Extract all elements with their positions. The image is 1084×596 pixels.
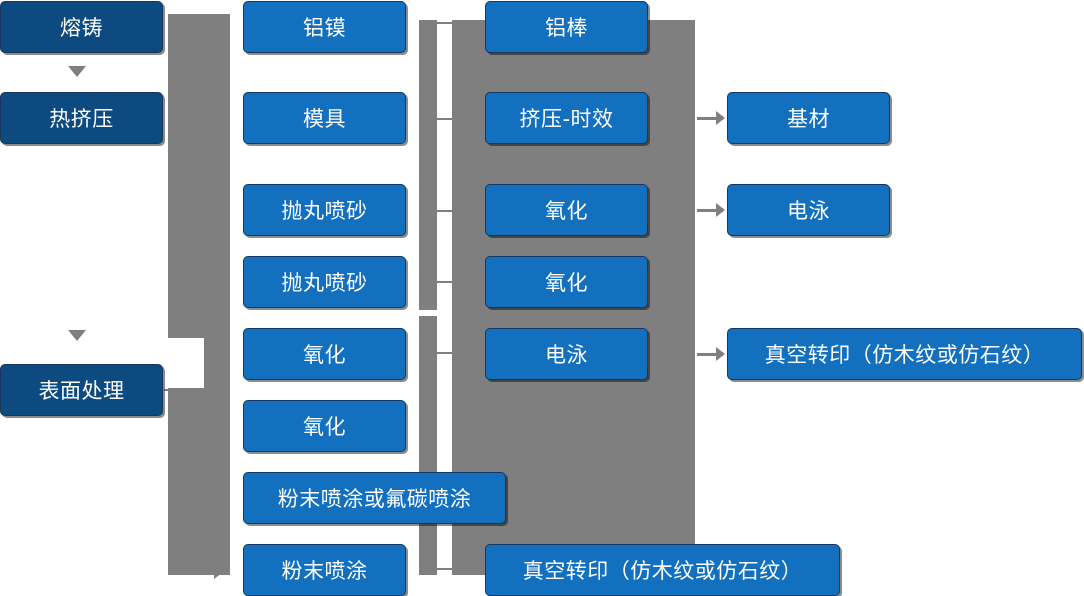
- arrow-head: [716, 111, 725, 125]
- rung-aluminum-bar: [434, 22, 456, 24]
- process-label-electrophoresis-1: 电泳: [545, 343, 588, 367]
- process-box-powder-coating[interactable]: 粉末喷涂: [243, 544, 406, 596]
- rung-vacuum-transfer-1: [434, 568, 456, 570]
- connector-rail-mid-left: [419, 20, 437, 575]
- stage-box-hot-extrusion[interactable]: 热挤压: [0, 92, 163, 144]
- arrow-to-oxidation-2: [214, 417, 226, 435]
- process-box-powder-or-pvdf[interactable]: 粉末喷涂或氟碳喷涂: [243, 472, 506, 524]
- process-box-oxidation-1[interactable]: 氧化: [243, 328, 406, 380]
- process-label-powder-or-pvdf: 粉末喷涂或氟碳喷涂: [277, 487, 472, 511]
- rung-electrophoresis-1: [434, 352, 456, 354]
- arrow-to-shot-blast-1: [214, 201, 226, 219]
- stage-label-melt-cast: 熔铸: [60, 16, 103, 40]
- process-label-aluminum-ingot: 铝镆: [303, 16, 346, 40]
- connector-gap-mid-3: [437, 212, 452, 281]
- process-box-oxidation-2[interactable]: 氧化: [243, 400, 406, 452]
- stage-box-melt-cast[interactable]: 熔铸: [0, 1, 163, 53]
- arrow-to-aluminum-ingot: [214, 18, 226, 36]
- result-label-vacuum-transfer: 真空转印（仿木纹或仿石纹）: [764, 343, 1045, 367]
- connector-notch-left: [168, 338, 204, 388]
- arrow-hot-extrusion-to-surface-treatment: [68, 330, 86, 341]
- process-label-oxidation-3: 氧化: [545, 199, 588, 223]
- arrow-stem: [697, 208, 716, 212]
- rung-extrusion-aging: [434, 118, 456, 120]
- result-box-electrophoresis[interactable]: 电泳: [727, 184, 890, 236]
- arrow-head: [716, 347, 725, 361]
- process-label-shot-blast-1: 抛丸喷砂: [281, 199, 368, 223]
- process-label-vacuum-transfer-1: 真空转印（仿木纹或仿石纹）: [522, 559, 803, 583]
- connector-gap-mid-4: [437, 283, 452, 352]
- process-box-electrophoresis-1[interactable]: 电泳: [485, 328, 648, 380]
- stage-label-surface-treatment: 表面处理: [38, 379, 125, 403]
- process-label-extrusion-aging: 挤压-时效: [519, 107, 614, 131]
- connector-gap-mid-6: [437, 570, 452, 576]
- process-label-powder-coating: 粉末喷涂: [281, 559, 368, 583]
- process-box-shot-blast-2[interactable]: 抛丸喷砂: [243, 256, 406, 308]
- arrow-to-vacuum-transfer: [697, 347, 725, 361]
- stage-box-surface-treatment[interactable]: 表面处理: [0, 364, 163, 416]
- process-box-oxidation-3[interactable]: 氧化: [485, 184, 648, 236]
- connector-gap-mid-2: [437, 120, 452, 210]
- process-box-shot-blast-1[interactable]: 抛丸喷砂: [243, 184, 406, 236]
- result-label-substrate: 基材: [787, 107, 830, 131]
- connector-trunk-left: [168, 14, 230, 575]
- rung-oxidation-3: [434, 210, 456, 212]
- process-box-aluminum-ingot[interactable]: 铝镆: [243, 1, 406, 53]
- connector-block-mid-lower: [452, 350, 695, 575]
- rung-oxidation-4: [434, 281, 456, 283]
- process-label-mould: 模具: [303, 107, 346, 131]
- connector-gap-mid-right: [419, 310, 437, 316]
- arrow-stem: [697, 352, 716, 356]
- arrow-melt-cast-to-hot-extrusion: [68, 66, 86, 77]
- process-label-aluminum-bar: 铝棒: [545, 16, 588, 40]
- connector-gap-mid-upper: [437, 24, 452, 118]
- process-box-mould[interactable]: 模具: [243, 92, 406, 144]
- arrow-stem: [697, 116, 716, 120]
- connector-gap-mid-5: [437, 354, 452, 568]
- result-box-substrate[interactable]: 基材: [727, 92, 890, 144]
- arrow-to-powder-or-pvdf: [214, 489, 226, 507]
- result-box-vacuum-transfer[interactable]: 真空转印（仿木纹或仿石纹）: [727, 328, 1082, 380]
- arrow-to-substrate: [697, 111, 725, 125]
- stage-label-hot-extrusion: 热挤压: [49, 107, 114, 131]
- arrow-to-electrophoresis: [697, 203, 725, 217]
- arrow-head: [716, 203, 725, 217]
- process-box-aluminum-bar[interactable]: 铝棒: [485, 1, 648, 53]
- result-label-electrophoresis: 电泳: [787, 199, 830, 223]
- process-label-oxidation-4: 氧化: [545, 271, 588, 295]
- process-label-shot-blast-2: 抛丸喷砂: [281, 271, 368, 295]
- arrow-to-powder-coating: [214, 561, 226, 579]
- connector-stub-surface-treatment: [164, 389, 206, 391]
- process-label-oxidation-2: 氧化: [303, 415, 346, 439]
- process-box-oxidation-4[interactable]: 氧化: [485, 256, 648, 308]
- arrow-to-mould: [214, 109, 226, 127]
- arrow-to-oxidation-1: [214, 345, 226, 363]
- process-label-oxidation-1: 氧化: [303, 343, 346, 367]
- process-box-vacuum-transfer-1[interactable]: 真空转印（仿木纹或仿石纹）: [485, 544, 840, 596]
- process-box-extrusion-aging[interactable]: 挤压-时效: [485, 92, 648, 144]
- arrow-to-shot-blast-2: [214, 273, 226, 291]
